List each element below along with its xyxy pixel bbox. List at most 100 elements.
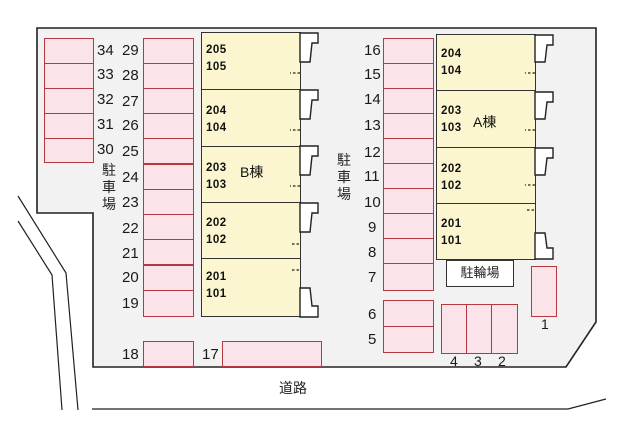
parking-space-1 [531,266,557,317]
parking-number: 30 [97,141,114,158]
parking-number: 26 [122,117,139,134]
parking-space-24 [143,164,194,190]
parking-number: 11 [364,168,380,185]
label-char: 駐 [102,162,116,178]
building-a-balcony-icons [525,34,554,260]
parking-space-27 [143,88,194,114]
parking-number: 18 [122,346,139,363]
unit-number: 201 [206,271,227,283]
parking-number: 15 [364,66,381,83]
parking-space-17 [222,341,322,367]
parking-space-26 [143,113,194,139]
parking-space-3 [466,304,493,354]
parking-space-28 [143,63,194,89]
parking-space-21 [143,239,194,265]
parking-number: 4 [450,353,458,369]
building-a-name: A棟 [473,114,497,130]
parking-space-16 [383,38,434,64]
unit-number: 201 [441,218,462,230]
parking-number: 27 [122,93,139,110]
unit-number: 104 [206,122,227,134]
label-char: 場 [102,196,116,212]
unit-number: 202 [441,163,462,175]
parking-space-20 [143,265,194,291]
parking-space-25 [143,138,194,164]
parking-number: 6 [368,306,377,323]
building-a-unit-204-104: 204 104 [436,34,536,92]
parking-space-19 [143,290,194,317]
parking-number: 29 [122,42,139,59]
parking-space-11 [383,163,434,189]
parking-number: 7 [368,269,377,286]
parking-number: 23 [122,194,139,211]
parking-lot-label-center: 駐 車 場 [336,152,352,203]
parking-number: 16 [364,42,381,59]
parking-space-34 [44,38,94,64]
parking-number: 25 [122,143,139,160]
building-b-unit-204-104: 204 104 [201,89,301,148]
unit-number: 103 [206,179,227,191]
road-label: 道路 [279,380,307,396]
parking-space-18 [143,341,194,367]
unit-number: 104 [441,65,462,77]
parking-space-23 [143,189,194,215]
parking-space-22 [143,214,194,240]
label-char: 場 [337,186,351,202]
parking-number: 24 [122,169,139,186]
unit-number: 205 [206,44,227,56]
unit-number: 102 [441,180,462,192]
label-char: 車 [102,179,116,195]
parking-space-31 [44,113,94,139]
parking-space-2 [491,304,518,354]
parking-space-30 [44,138,94,163]
parking-number: 9 [368,219,377,236]
parking-number: 34 [97,42,114,59]
parking-space-10 [383,188,434,214]
parking-number: 31 [97,116,114,133]
parking-number: 22 [122,220,139,237]
label-char: 車 [337,169,351,185]
parking-number: 33 [97,66,114,83]
parking-space-29 [143,38,194,64]
parking-number: 19 [122,295,139,312]
building-a-unit-202-102: 202 102 [436,147,536,205]
unit-number: 103 [441,122,462,134]
unit-number: 203 [206,162,227,174]
parking-space-7 [383,263,434,291]
parking-number: 10 [364,194,381,211]
parking-space-5 [383,326,434,353]
building-a-unit-203-103: 203 103 [436,90,536,149]
parking-number: 1 [541,316,549,332]
parking-number: 28 [122,67,139,84]
parking-number: 8 [368,244,377,261]
parking-number: 13 [364,117,381,134]
building-b-balcony-icons [290,32,319,318]
building-b-name: B棟 [240,164,264,180]
unit-number: 203 [441,105,462,117]
parking-space-12 [383,138,434,164]
parking-space-8 [383,238,434,264]
parking-number: 14 [364,91,381,108]
building-b-unit-205-105: 205 105 [201,32,301,91]
unit-number: 101 [206,288,227,300]
building-b-unit-201-101: 201 101 [201,258,301,317]
parking-space-13 [383,113,434,139]
parking-number: 12 [364,144,381,161]
bicycle-parking-label: 駐輪場 [460,265,500,280]
building-b-unit-202-102: 202 102 [201,202,301,260]
parking-space-32 [44,88,94,114]
parking-number: 20 [122,269,139,286]
parking-number: 17 [202,346,219,363]
parking-space-6 [383,300,434,327]
bicycle-parking: 駐輪場 [446,260,514,287]
parking-space-9 [383,213,434,239]
unit-number: 105 [206,61,227,73]
parking-number: 32 [97,91,114,108]
unit-number: 202 [206,217,227,229]
building-b-unit-203-103: 203 103 [201,146,301,204]
unit-number: 102 [206,234,227,246]
unit-number: 204 [206,105,227,117]
parking-lot-label-left: 駐 車 場 [101,162,117,213]
unit-number: 204 [441,48,462,60]
